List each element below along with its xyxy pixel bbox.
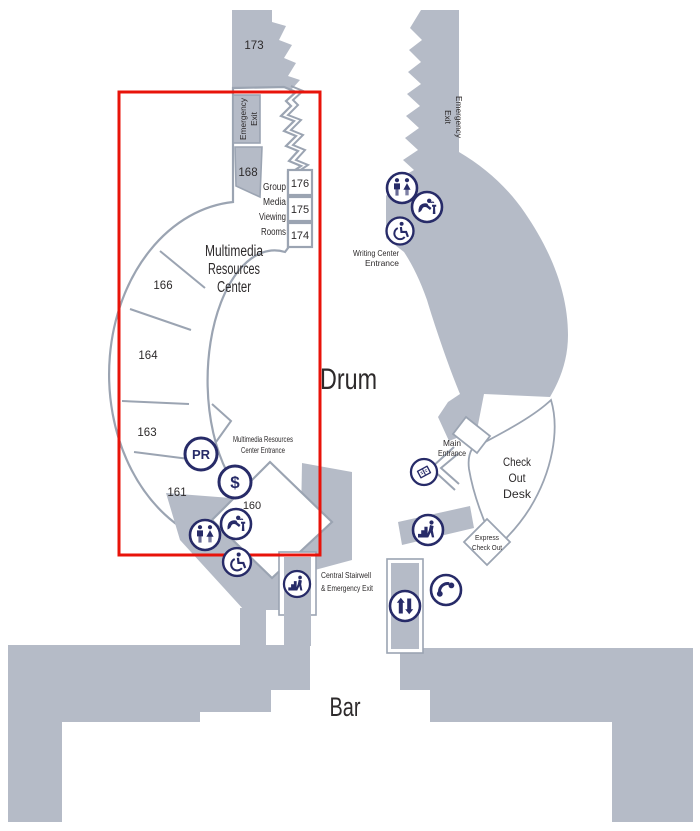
emergency-exit-right-line2: Exit bbox=[443, 110, 453, 125]
group-media-line4: Rooms bbox=[261, 227, 286, 238]
cash-icon: $ bbox=[217, 464, 253, 500]
zigzag-corridor-line bbox=[286, 85, 311, 172]
stairs-icon-central bbox=[282, 569, 312, 599]
stairs-icon-south bbox=[411, 513, 445, 547]
emergency-exit-left-line1: Emergency bbox=[238, 97, 248, 140]
restroom-icon-right bbox=[385, 171, 419, 205]
group-media-line2: Media bbox=[263, 197, 286, 208]
room-175-shape bbox=[286, 195, 314, 223]
wheelchair-icon-left bbox=[221, 546, 253, 578]
express-line1: Express bbox=[475, 533, 499, 542]
drum-label: Drum bbox=[320, 363, 377, 396]
mrc-line3: Center bbox=[217, 279, 251, 296]
central-stairwell-column bbox=[284, 610, 311, 646]
room-160-label: 160 bbox=[243, 500, 261, 512]
emergency-exit-left-line2: Exit bbox=[249, 111, 259, 126]
writing-center-line2: Entrance bbox=[365, 258, 399, 268]
telephone-icon bbox=[429, 573, 463, 607]
dollar-icon-label: $ bbox=[230, 473, 240, 492]
writing-center-line1: Writing Center bbox=[353, 248, 399, 258]
room-168-shape bbox=[234, 146, 263, 199]
mrc-entrance-chevron bbox=[211, 403, 233, 443]
main-entrance-line1: Main bbox=[443, 438, 461, 448]
divider-166-top bbox=[159, 250, 206, 289]
room-176-shape bbox=[286, 168, 314, 197]
check-out-line1: Check bbox=[503, 455, 532, 469]
right-wing-drum-block bbox=[386, 10, 568, 441]
mrc-entrance-line1: Multimedia Resources bbox=[233, 435, 293, 444]
left-stub-column bbox=[240, 608, 266, 646]
room-163-label: 163 bbox=[137, 427, 156, 439]
elevator-icon bbox=[388, 589, 422, 623]
room-174-shape bbox=[286, 221, 314, 249]
parents-room-icon: PR bbox=[183, 436, 219, 472]
restroom-icon-left bbox=[188, 518, 222, 552]
bar-label: Bar bbox=[330, 692, 361, 722]
express-line2: Check Out bbox=[472, 543, 503, 552]
express-check-out-shape bbox=[462, 517, 512, 567]
main-entrance-shape bbox=[451, 415, 492, 455]
bar-left-block bbox=[8, 645, 310, 822]
room-175-label: 175 bbox=[291, 204, 309, 216]
check-out-desk-shape bbox=[467, 398, 556, 549]
room-176-label: 176 bbox=[291, 178, 309, 190]
central-stairwell-line1: Central Stairwell bbox=[321, 570, 371, 580]
left-top-column bbox=[232, 10, 300, 90]
check-out-line3: Desk bbox=[503, 487, 532, 501]
drinking-fountain-icon-left bbox=[219, 507, 253, 541]
room-174-label: 174 bbox=[291, 230, 309, 242]
room-161-label: 161 bbox=[167, 487, 186, 499]
main-entrance-line2: Entrance bbox=[438, 448, 466, 458]
book-icon bbox=[409, 457, 439, 487]
room-173-label: 173 bbox=[244, 40, 263, 52]
group-media-line1: Group bbox=[263, 182, 286, 193]
central-stairwell-line2: & Emergency Exit bbox=[321, 583, 373, 593]
mrc-line1: Multimedia bbox=[205, 243, 263, 260]
emergency-exit-box-left bbox=[232, 94, 261, 144]
check-out-line2: Out bbox=[509, 471, 527, 485]
wheelchair-icon-right bbox=[385, 216, 415, 246]
main-entrance-chevron-inner bbox=[439, 452, 460, 485]
group-media-line3: Viewing bbox=[259, 212, 286, 223]
drinking-fountain-icon-right bbox=[410, 190, 444, 224]
bar-right-block bbox=[400, 648, 693, 822]
room-166-label: 166 bbox=[153, 280, 172, 292]
room-168-label: 168 bbox=[238, 167, 257, 179]
room-164-label: 164 bbox=[138, 350, 158, 362]
highlight-rectangle bbox=[117, 90, 322, 557]
mrc-entrance-line2: Center Entrance bbox=[241, 446, 285, 455]
divider-164-163 bbox=[121, 400, 190, 405]
divider-166-164 bbox=[129, 308, 192, 331]
pr-icon-label: PR bbox=[192, 447, 211, 462]
emergency-exit-right-line1: Emergency bbox=[454, 96, 464, 139]
mrc-line2: Resources bbox=[208, 261, 260, 278]
